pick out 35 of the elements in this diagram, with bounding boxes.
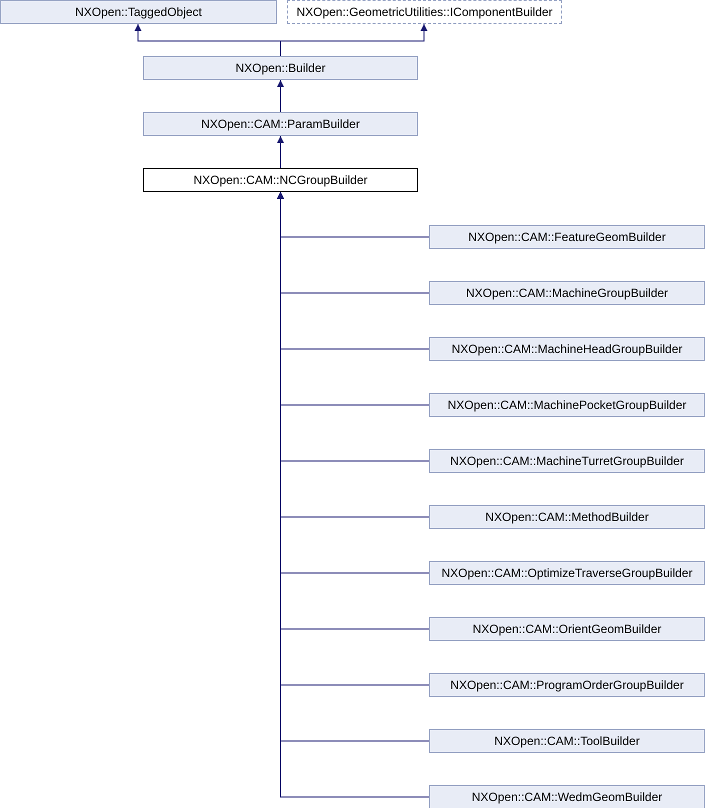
inheritance-arrow — [277, 136, 284, 168]
class-box — [287, 0, 562, 24]
inheritance-arrow — [277, 80, 284, 112]
class-box — [143, 168, 418, 192]
class-name: NXOpen::CAM::MachinePocketGroupBuilder — [448, 398, 686, 412]
class-name: NXOpen::Builder — [235, 61, 326, 75]
class-box — [429, 673, 705, 697]
class-name: NXOpen::CAM::NCGroupBuilder — [193, 173, 368, 187]
class-name: NXOpen::CAM::OptimizeTraverseGroupBuilder — [442, 566, 692, 580]
class-box — [143, 112, 418, 136]
class-box — [429, 281, 705, 305]
class-name: NXOpen::CAM::ToolBuilder — [494, 734, 640, 748]
class-box — [429, 225, 705, 249]
class-box — [429, 561, 705, 585]
class-box — [429, 393, 705, 417]
class-box — [429, 729, 705, 753]
class-box — [429, 449, 705, 473]
class-box — [0, 0, 277, 24]
class-name: NXOpen::CAM::MachineHeadGroupBuilder — [452, 342, 682, 356]
class-name: NXOpen::TaggedObject — [75, 5, 202, 19]
class-name: NXOpen::CAM::WedmGeomBuilder — [472, 790, 662, 804]
class-name: NXOpen::CAM::MachineGroupBuilder — [466, 286, 668, 300]
inheritance-arrow — [280, 24, 428, 56]
class-box — [143, 56, 418, 80]
class-name: NXOpen::CAM::ProgramOrderGroupBuilder — [450, 678, 684, 692]
class-name: NXOpen::CAM::OrientGeomBuilder — [472, 622, 662, 636]
class-name: NXOpen::CAM::MethodBuilder — [485, 510, 649, 524]
class-box — [429, 617, 705, 641]
class-box — [429, 337, 705, 361]
class-box — [429, 505, 705, 529]
class-box — [429, 785, 705, 808]
class-name: NXOpen::CAM::MachineTurretGroupBuilder — [450, 454, 684, 468]
class-name: NXOpen::CAM::ParamBuilder — [201, 117, 360, 131]
class-name: NXOpen::GeometricUtilities::IComponentBuilder — [296, 5, 553, 19]
class-name: NXOpen::CAM::FeatureGeomBuilder — [468, 230, 666, 244]
